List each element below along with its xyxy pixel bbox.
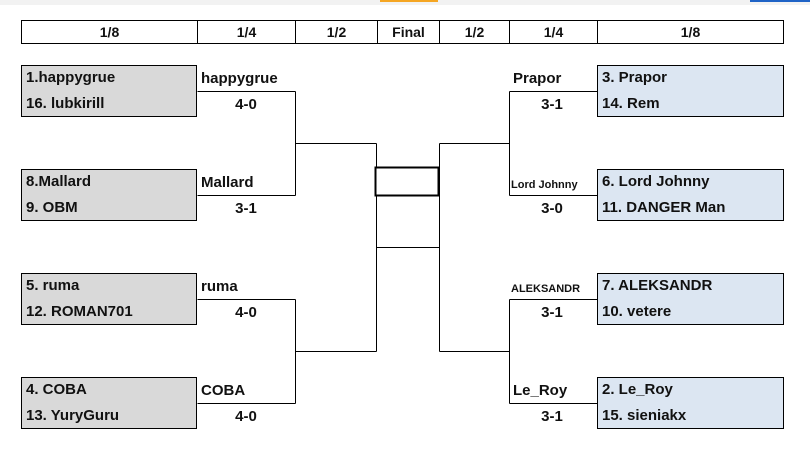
header-right-round-of-16: 1/8: [597, 20, 784, 44]
team-name: 7. ALEKSANDR: [602, 277, 713, 294]
team-name: 2. Le_Roy: [602, 381, 673, 398]
left-match-1: 1.happygrue 16. lubkirill: [21, 65, 197, 117]
final-result-box: [374, 166, 440, 197]
team-name: 5. ruma: [26, 277, 80, 294]
right-qf-winner-2: Lord Johnny: [511, 179, 578, 191]
team-name: 1.happygrue: [26, 69, 116, 86]
right-match-2: 6. Lord Johnny 11. DANGER Man: [597, 169, 784, 221]
right-match-1: 3. Prapor 14. Rem: [597, 65, 784, 117]
right-match-4: 2. Le_Roy 15. sieniakx: [597, 377, 784, 429]
team-name: 11. DANGER Man: [602, 199, 726, 216]
left-qf-winner-2: Mallard: [201, 174, 254, 191]
left-match-4: 4. COBA 13. YuryGuru: [21, 377, 197, 429]
left-qf-score-3: 4-0: [235, 304, 257, 321]
left-qf-score-4: 4-0: [235, 408, 257, 425]
right-qf-winner-3: ALEKSANDR: [511, 283, 581, 295]
team-name: 15. sieniakx: [602, 407, 687, 424]
team-name: 9. OBM: [26, 199, 78, 216]
team-name: 12. ROMAN701: [26, 303, 133, 320]
team-name: 6. Lord Johnny: [602, 173, 710, 190]
right-qf-winner-1: Prapor: [513, 70, 562, 87]
window-top-strip: [0, 0, 810, 5]
right-match-3: 7. ALEKSANDR 10. vetere: [597, 273, 784, 325]
left-qf-score-2: 3-1: [235, 200, 257, 217]
team-name: 14. Rem: [602, 95, 660, 112]
left-match-2: 8.Mallard 9. OBM: [21, 169, 197, 221]
team-name: 4. COBA: [26, 381, 87, 398]
left-qf-winner-4: COBA: [201, 382, 246, 399]
left-qf-winner-1: happygrue: [201, 70, 278, 87]
team-name: 8.Mallard: [26, 173, 92, 190]
right-qf-winner-4: Le_Roy: [513, 382, 568, 399]
team-name: 3. Prapor: [602, 69, 668, 86]
right-qf-score-3: 3-1: [541, 304, 563, 321]
team-name: 13. YuryGuru: [26, 407, 120, 424]
left-qf-score-1: 4-0: [235, 96, 257, 113]
left-match-3: 5. ruma 12. ROMAN701: [21, 273, 197, 325]
right-qf-score-2: 3-0: [541, 200, 563, 217]
team-name: 10. vetere: [602, 303, 672, 320]
right-qf-score-1: 3-1: [541, 96, 563, 113]
team-name: 16. lubkirill: [26, 95, 105, 112]
left-qf-winner-3: ruma: [201, 278, 238, 295]
right-qf-score-4: 3-1: [541, 408, 563, 425]
